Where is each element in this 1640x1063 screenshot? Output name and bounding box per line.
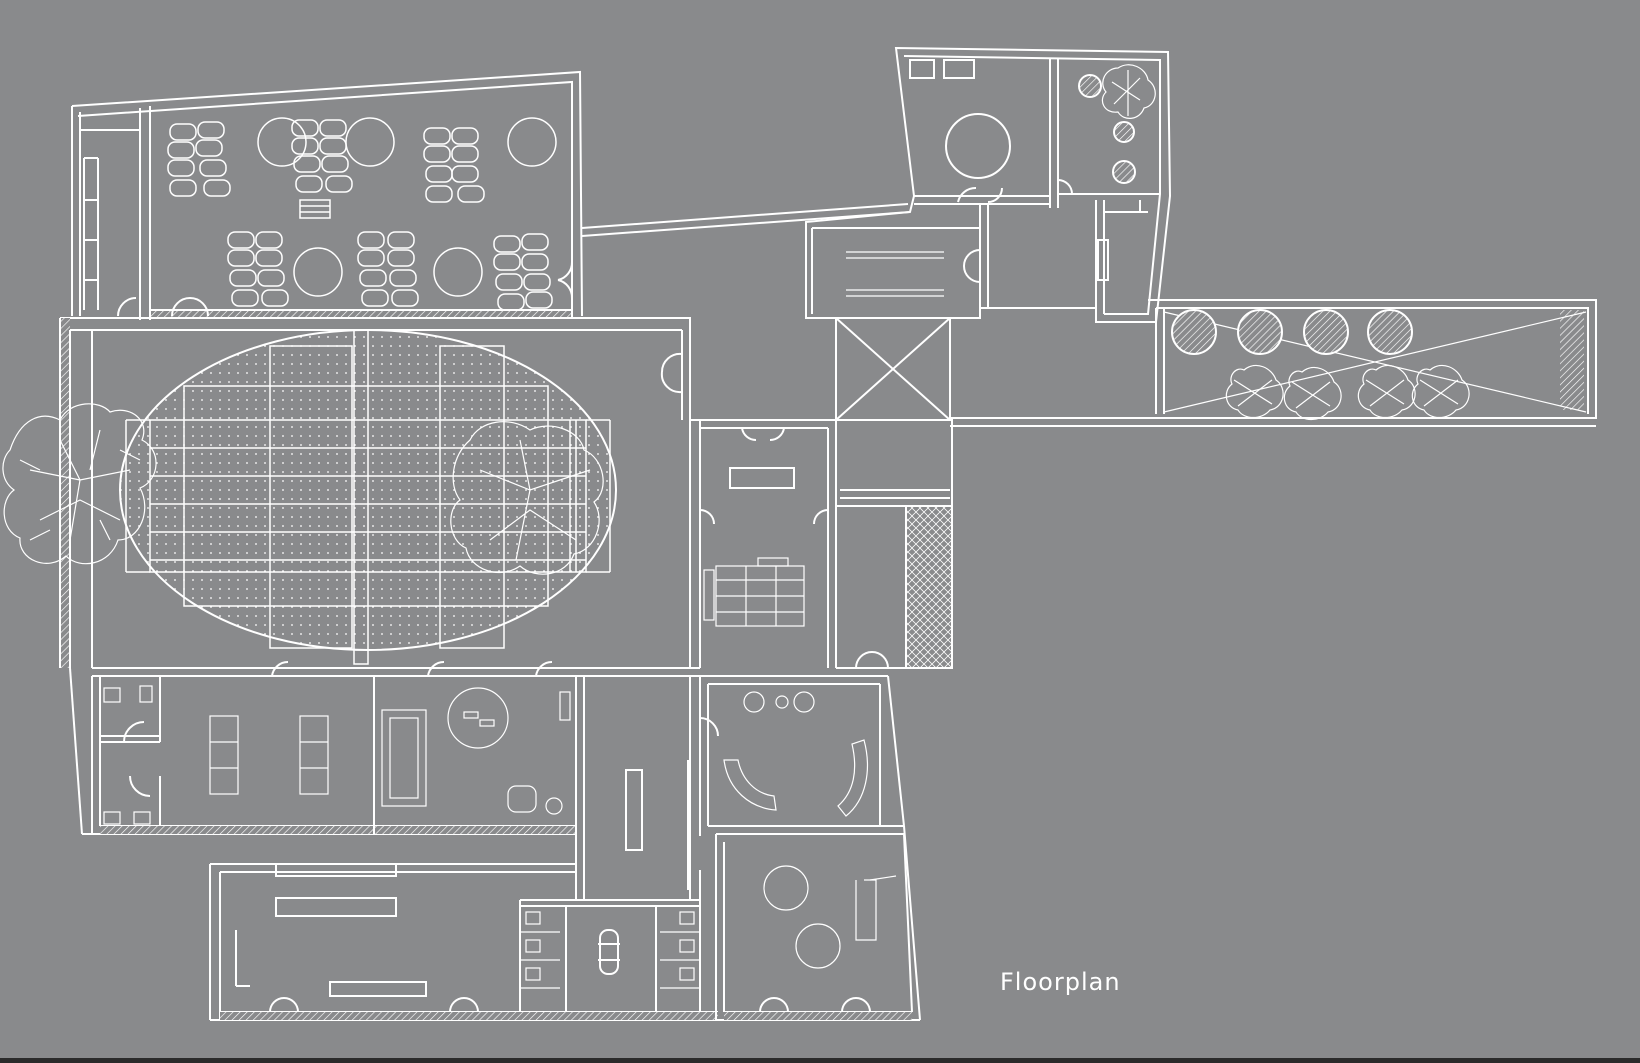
east-wing — [950, 299, 1597, 427]
tree-right — [450, 421, 604, 575]
top-left-room — [71, 70, 583, 320]
east-wing-trees — [1225, 365, 1470, 421]
oval-roof — [119, 329, 617, 665]
central-hall — [59, 317, 701, 677]
bottom-edge-bar — [0, 1058, 1640, 1063]
bottom-right-block — [700, 675, 921, 1021]
bottom-left-block — [69, 667, 585, 900]
bottom-block — [209, 863, 718, 1021]
seating-group — [167, 117, 557, 311]
connector-block — [835, 317, 953, 669]
middle-corridor — [625, 676, 719, 900]
upper-corridor — [581, 203, 911, 237]
tree-small-topright — [1101, 64, 1156, 119]
top-right-block — [805, 46, 1172, 323]
floorplan-label: Floorplan — [1000, 968, 1121, 996]
center-block — [690, 419, 837, 668]
tree-left — [2, 403, 157, 565]
